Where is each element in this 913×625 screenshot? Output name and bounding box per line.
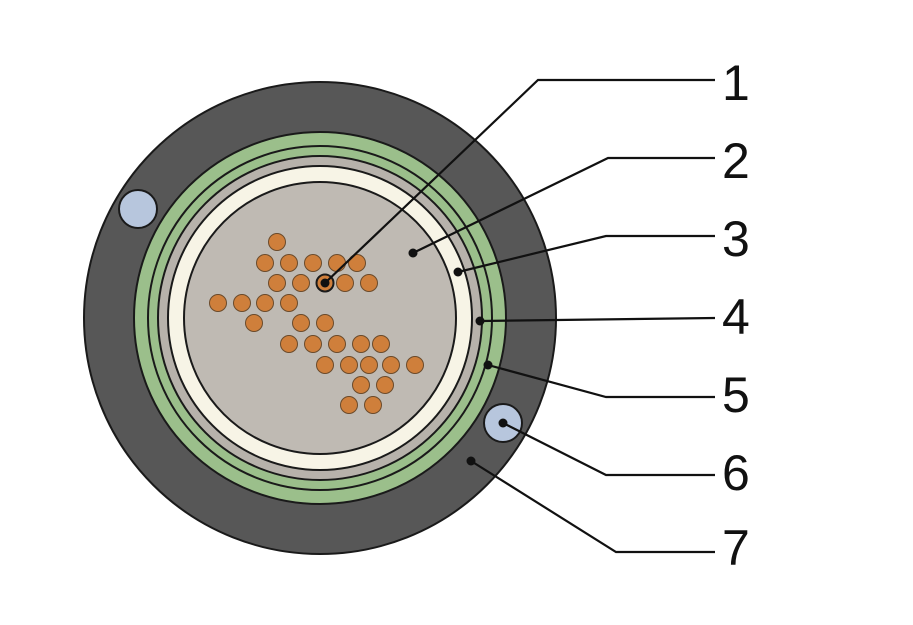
optical-fiber bbox=[382, 356, 400, 374]
optical-fiber bbox=[328, 335, 346, 353]
optical-fiber bbox=[360, 274, 378, 292]
optical-fiber bbox=[280, 335, 298, 353]
callout-label-7: 7 bbox=[722, 520, 750, 576]
optical-fiber bbox=[372, 335, 390, 353]
callout-leaders-group bbox=[320, 78, 716, 554]
optical-fiber bbox=[256, 294, 274, 312]
optical-fiber bbox=[268, 274, 286, 292]
callout-dot-2 bbox=[408, 248, 418, 258]
optical-fiber bbox=[268, 233, 286, 251]
callout-dot-3 bbox=[453, 267, 463, 277]
optical-fiber bbox=[340, 396, 358, 414]
optical-fiber bbox=[292, 314, 310, 332]
optical-fiber bbox=[406, 356, 424, 374]
optical-fiber bbox=[360, 356, 378, 374]
callout-label-2: 2 bbox=[722, 133, 750, 189]
optical-fiber bbox=[233, 294, 251, 312]
callout-dot-5 bbox=[483, 360, 493, 370]
callout-leader-line-6 bbox=[502, 422, 715, 477]
optical-fiber bbox=[376, 376, 394, 394]
callout-dot-4 bbox=[475, 316, 485, 326]
optical-fiber bbox=[209, 294, 227, 312]
callout-label-1: 1 bbox=[722, 55, 750, 111]
callout-label-5: 5 bbox=[722, 367, 750, 423]
optical-fiber bbox=[316, 314, 334, 332]
callout-dot-1 bbox=[320, 278, 330, 288]
optical-fiber bbox=[256, 254, 274, 272]
callout-leader-line-1 bbox=[324, 78, 715, 284]
optical-fibers-group bbox=[209, 233, 424, 414]
callout-target-fiber-ring bbox=[315, 273, 335, 293]
optical-fiber bbox=[352, 376, 370, 394]
callout-label-4: 4 bbox=[722, 289, 750, 345]
optical-fiber bbox=[336, 274, 354, 292]
callout-dot-7 bbox=[466, 456, 476, 466]
optical-fiber bbox=[280, 294, 298, 312]
callout-leader-line-3 bbox=[457, 234, 715, 274]
optical-fiber bbox=[352, 335, 370, 353]
callout-leader-line-4 bbox=[479, 316, 716, 323]
optical-fiber bbox=[245, 314, 263, 332]
callout-label-6: 6 bbox=[722, 445, 750, 501]
optical-fiber bbox=[348, 254, 366, 272]
optical-fiber bbox=[304, 335, 322, 353]
optical-fiber bbox=[304, 254, 322, 272]
strength-member-left bbox=[118, 189, 158, 229]
optical-fiber bbox=[292, 274, 310, 292]
optical-fiber bbox=[328, 254, 346, 272]
callout-label-3: 3 bbox=[722, 211, 750, 267]
optical-fiber bbox=[340, 356, 358, 374]
optical-fiber bbox=[280, 254, 298, 272]
optical-fiber bbox=[316, 356, 334, 374]
callout-leader-line-7 bbox=[470, 460, 715, 554]
callout-dot-6 bbox=[498, 418, 508, 428]
callout-leader-line-5 bbox=[487, 363, 715, 399]
callout-leader-line-2 bbox=[412, 156, 715, 254]
optical-fiber bbox=[364, 396, 382, 414]
